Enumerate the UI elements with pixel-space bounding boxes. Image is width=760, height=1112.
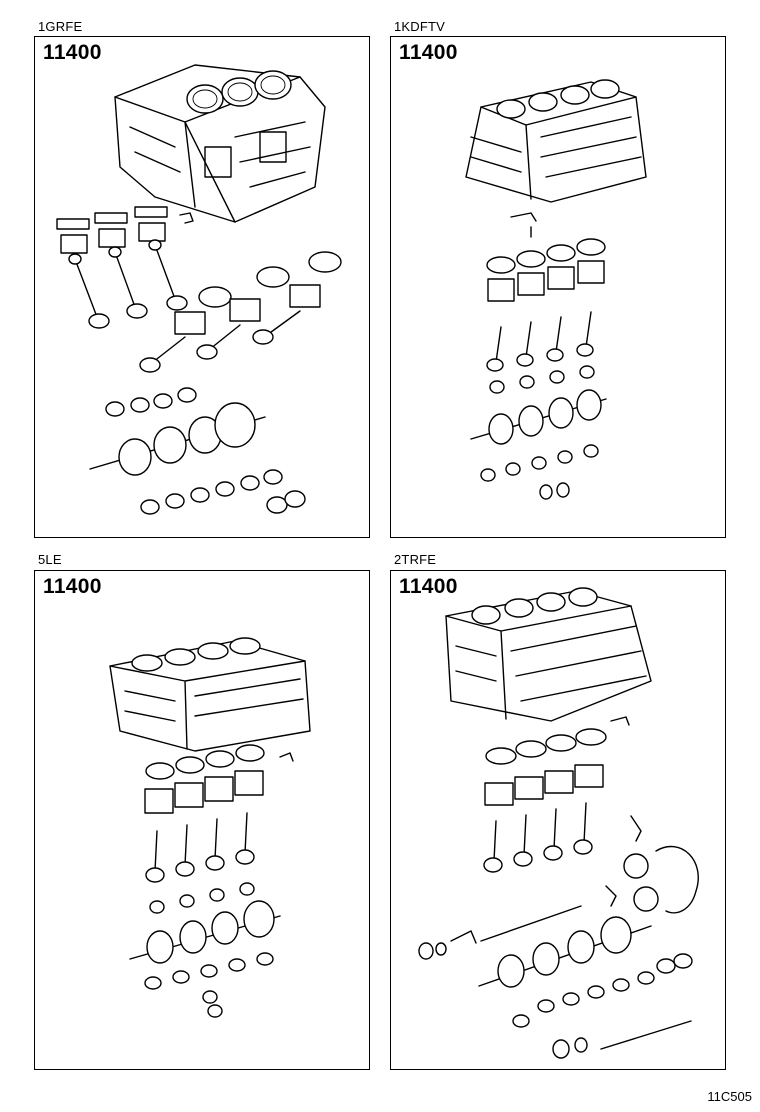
panel-1kdftv: 11400 bbox=[390, 36, 726, 538]
panel-5le: 11400 bbox=[34, 570, 370, 1070]
balance-shafts bbox=[418, 905, 692, 1050]
exploded-view-v6-block bbox=[56, 64, 342, 515]
exploded-view-inline4-diesel bbox=[465, 79, 647, 500]
engine-label-5le: 5LE bbox=[38, 552, 62, 567]
crankshaft-and-main-bearings bbox=[470, 389, 607, 500]
part-number-1grfe: 11400 bbox=[43, 41, 102, 64]
part-number-2trfe: 11400 bbox=[399, 575, 458, 598]
piston-rings-and-pistons-left-bank bbox=[56, 206, 194, 329]
engine-label-1kdftv: 1KDFTV bbox=[394, 19, 446, 34]
piston-rings-and-pistons bbox=[486, 238, 606, 302]
cylinder-block-illustration bbox=[445, 587, 652, 726]
part-number-1kdftv: 11400 bbox=[399, 41, 458, 64]
piston-rings-and-pistons-right-bank bbox=[139, 251, 342, 373]
crankshaft-and-main-bearings bbox=[478, 916, 693, 1059]
panel-2trfe: 11400 bbox=[390, 570, 726, 1070]
panel-1grfe: 11400 bbox=[34, 36, 370, 538]
piston-rings-and-pistons bbox=[144, 744, 294, 814]
connecting-rods bbox=[486, 311, 595, 394]
connecting-rods bbox=[145, 812, 255, 914]
oil-jet-bolt bbox=[510, 212, 537, 238]
crankshaft-and-main-bearings bbox=[129, 900, 281, 1018]
cylinder-block-illustration bbox=[109, 637, 311, 752]
part-number-5le: 11400 bbox=[43, 575, 102, 598]
piston-rings-and-pistons bbox=[484, 728, 607, 806]
connecting-rods bbox=[483, 802, 593, 873]
timing-chain-and-sprockets bbox=[605, 815, 699, 914]
exploded-view-5le bbox=[109, 637, 311, 1018]
main-bearings-and-crankshaft bbox=[89, 387, 306, 515]
engine-label-2trfe: 2TRFE bbox=[394, 552, 437, 567]
cylinder-block-illustration bbox=[465, 79, 647, 203]
exploded-view-2trfe bbox=[418, 587, 699, 1059]
cylinder-block-illustration bbox=[114, 64, 326, 223]
engine-label-1grfe: 1GRFE bbox=[38, 19, 83, 34]
catalog-code: 11C505 bbox=[707, 1089, 752, 1104]
